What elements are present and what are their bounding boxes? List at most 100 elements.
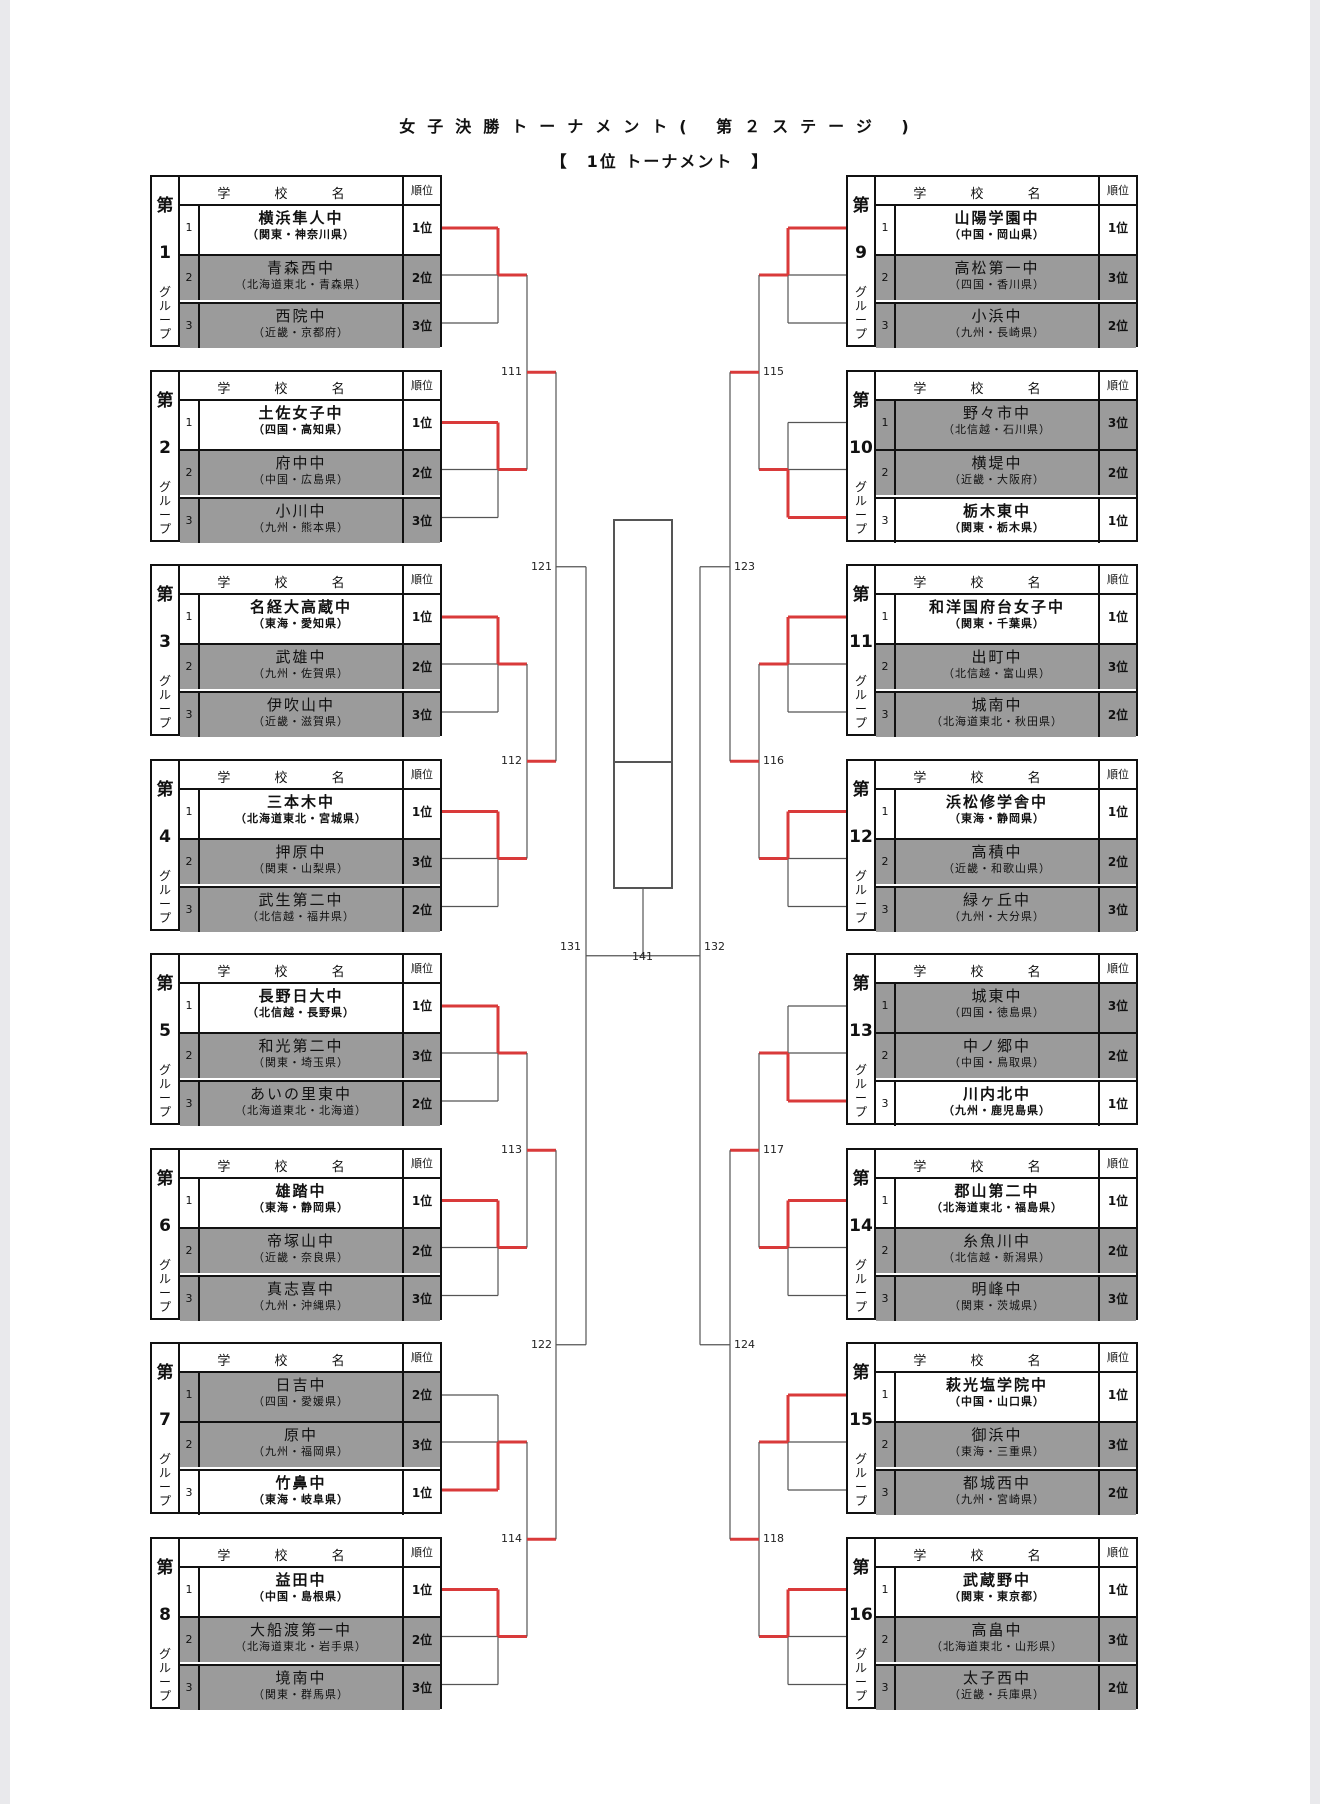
school-region: （九州・佐賀県） [253,667,349,680]
header-school: 学 校 名 [913,1159,1061,1175]
school-region: （四国・香川県） [949,278,1045,291]
table-header: 学 校 名 順位 [180,1344,440,1373]
school-region: （近畿・奈良県） [253,1250,349,1264]
team-school: 大船渡第一中 （北海道東北・岩手県） [200,1618,402,1662]
group-table: 第 7 グ ル ー プ 学 校 名 順位 1 日吉中 （四国・愛媛県） 2位 2 [150,1342,442,1515]
group-word-char: ー [854,702,867,716]
team-rank: 3位 [1098,400,1136,449]
match-number: 117 [763,1143,784,1157]
school-region: （北海道東北・北海道） [235,1104,367,1117]
group-label: 第 7 グ ル ー プ [152,1344,180,1512]
group-label: 第 14 グ ル ー プ [848,1149,876,1318]
group-word-char: ー [158,1674,171,1689]
school-name: 明峰中 [971,1279,1023,1298]
group-number: 2 [159,437,171,458]
team-school: 浜松修学舎中 （東海・静岡県） [896,790,1098,838]
team-row: 1 土佐女子中 （四国・高知県） 1位 [180,400,440,449]
school-name: 御浜中 [971,1426,1023,1444]
school-region: （中国・山口県） [949,1395,1045,1408]
group-word-char: プ [854,521,867,536]
group-word-char: ー [854,1674,867,1689]
team-school: 長野日大中 （北信越・長野県） [200,984,402,1032]
school-region: （関東・東京都） [949,1589,1045,1603]
page-title: 女子決勝トーナメント( 第２ステージ ) [399,117,921,136]
school-region: （北海道東北・宮城県） [235,811,367,825]
team-rank: 2位 [1098,693,1136,737]
team-rank: 1位 [402,1471,440,1515]
team-rank: 2位 [402,450,440,495]
group-word-char: ー [854,313,867,327]
match-number: 123 [734,559,755,573]
group-word-char: プ [158,1688,171,1703]
team-school: 城東中 （四国・徳島県） [896,984,1098,1032]
table-header: 学 校 名 順位 [876,1149,1136,1179]
team-rank: 3位 [1098,984,1136,1032]
team-school: 武雄中 （九州・佐賀県） [200,645,402,689]
team-rank: 3位 [402,1423,440,1467]
group-number: 16 [849,1604,873,1625]
group-word-char: プ [158,910,171,925]
team-seed: 2 [180,1034,200,1078]
team-row: 1 日吉中 （四国・愛媛県） 2位 [180,1373,440,1421]
team-row: 3 武生第二中 （北信越・福井県） 2位 [180,885,440,932]
team-school: 川内北中 （九州・鹿児島県） [896,1082,1098,1126]
group-number: 8 [159,1604,171,1625]
group-word-char: プ [854,1299,867,1314]
team-school: 太子西中 （近畿・兵庫県） [896,1666,1098,1710]
group-label: 第 4 グ ル ー プ [152,760,180,929]
group-table: 第 12 グ ル ー プ 学 校 名 順位 1 浜松修学舎中 （東海・静岡県） … [846,758,1138,932]
team-row: 3 太子西中 （近畿・兵庫県） 2位 [876,1663,1136,1710]
header-school: 学 校 名 [217,187,365,202]
school-region: （北信越・石川県） [943,422,1051,436]
header-rank: 順位 [402,1344,440,1371]
header-school: 学 校 名 [217,1159,365,1175]
school-region: （近畿・和歌山県） [943,861,1051,875]
team-rank: 3位 [402,1665,440,1710]
group-table: 第 2 グ ル ー プ 学 校 名 順位 1 土佐女子中 （四国・高知県） 1位… [150,369,442,543]
header-school: 学 校 名 [913,1354,1061,1369]
match-number: 121 [531,559,552,573]
school-name: 土佐女子中 [258,403,344,422]
table-header: 学 校 名 順位 [180,1149,440,1179]
team-rank: 3位 [1098,256,1136,300]
group-word-char: ル [854,1271,867,1286]
table-header: 学 校 名 順位 [180,177,440,206]
team-rank: 1位 [1098,1373,1136,1421]
group-word-char: プ [854,1105,867,1119]
team-school: 都城西中 （九州・宮崎県） [896,1471,1098,1515]
group-word-char: グ [854,1646,867,1661]
group-number: 13 [849,1021,873,1041]
team-school: 武蔵野中 （関東・東京都） [896,1568,1098,1616]
team-seed: 3 [876,1471,896,1515]
school-region: （東海・静岡県） [253,1200,349,1214]
team-seed: 1 [180,595,200,643]
school-name: 雄踏中 [275,1181,327,1200]
team-seed: 2 [876,1617,896,1662]
group-word-char: グ [854,1257,867,1272]
group-label-word: グ ル ー プ [152,285,178,341]
group-word-char: プ [158,1299,171,1314]
school-region: （関東・群馬県） [253,1687,349,1701]
team-seed: 3 [876,693,896,737]
team-school: 萩光塩学院中 （中国・山口県） [896,1373,1098,1421]
header-school: 学 校 名 [217,770,365,786]
school-name: 都城西中 [962,1474,1031,1492]
group-word-char: グ [854,285,867,299]
header-school: 学 校 名 [913,187,1061,202]
header-school: 学 校 名 [217,381,365,397]
group-word-char: グ [158,285,171,299]
team-rank: 2位 [1098,450,1136,495]
group-word-char: グ [158,1646,171,1661]
team-seed: 1 [180,1178,200,1227]
group-word-char: プ [854,1688,867,1703]
team-school: 野々市中 （北信越・石川県） [896,401,1098,449]
team-row: 2 糸魚川中 （北信越・新潟県） 2位 [876,1226,1136,1273]
team-seed: 3 [876,498,896,543]
team-rank: 2位 [1098,1228,1136,1273]
school-name: 長野日大中 [258,987,344,1005]
group-word-char: グ [854,1452,867,1466]
group-word-char: ー [854,1285,867,1300]
school-region: （九州・沖縄県） [253,1298,349,1312]
school-name: 境南中 [275,1668,327,1687]
school-name: 日吉中 [275,1376,327,1394]
